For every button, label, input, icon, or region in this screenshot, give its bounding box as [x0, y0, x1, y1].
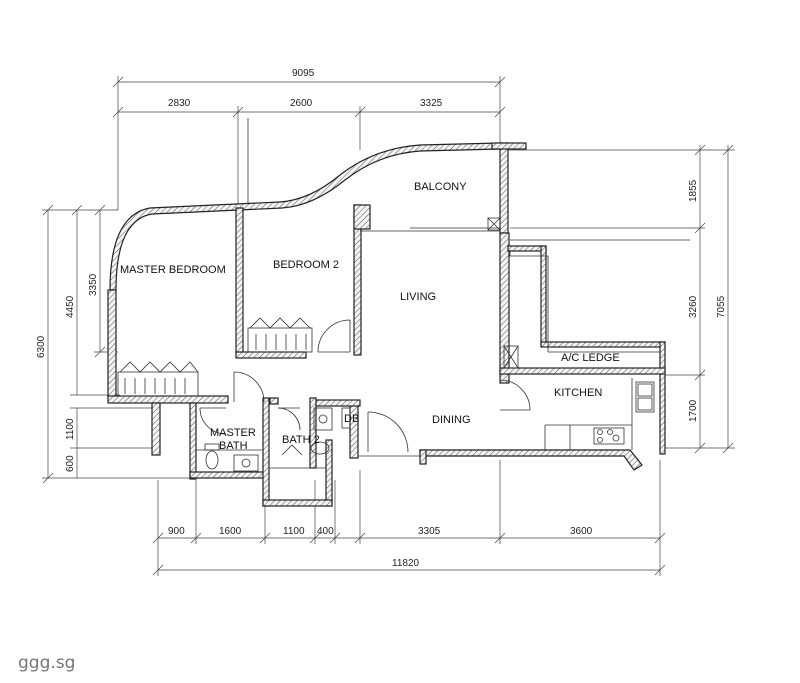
top-dimensions [112, 76, 506, 215]
walls [107, 142, 666, 507]
right-dimensions [500, 144, 735, 454]
label-ac-ledge: A/C LEDGE [561, 352, 620, 364]
dim-right-1: 1855 [688, 179, 699, 202]
dim-right-3: 1700 [688, 399, 699, 422]
dimension-labels: 9095 2830 2600 3325 900 1600 1100 400 33… [36, 68, 727, 569]
dim-top-1: 2830 [168, 98, 191, 109]
dim-bottom-total: 11820 [392, 558, 420, 569]
dim-left-4: 1100 [65, 418, 76, 440]
dim-bottom-3: 1100 [283, 526, 305, 537]
label-db: DB [344, 413, 359, 425]
label-dining: DINING [432, 414, 471, 426]
fixtures [117, 217, 660, 472]
dim-left-2: 4450 [65, 295, 76, 318]
bottom-dimensions [152, 460, 666, 576]
dim-bottom-5: 3305 [418, 526, 441, 537]
label-master-bath-line1: MASTER [210, 427, 256, 439]
dim-right-2: 3260 [688, 295, 699, 318]
dim-bottom-2: 1600 [219, 526, 242, 537]
label-bath-2: BATH 2 [282, 434, 320, 446]
dim-bottom-1: 900 [168, 526, 185, 537]
dim-bottom-6: 3600 [570, 526, 593, 537]
room-labels: MASTER BEDROOM BEDROOM 2 BALCONY LIVING … [120, 181, 620, 452]
label-living: LIVING [400, 291, 436, 303]
dim-left-5: 600 [65, 455, 76, 472]
dim-top-2: 2600 [290, 98, 313, 109]
dim-top-total: 9095 [292, 68, 315, 79]
dim-top-3: 3325 [420, 98, 443, 109]
watermark: ggg.sg [18, 653, 75, 673]
label-bedroom-2: BEDROOM 2 [273, 259, 339, 271]
label-master-bath-line2: BATH [219, 440, 248, 452]
dim-bottom-4: 400 [317, 526, 334, 537]
label-balcony: BALCONY [414, 181, 467, 193]
label-kitchen: KITCHEN [554, 387, 602, 399]
dim-left-3: 3350 [88, 273, 99, 296]
label-master-bedroom: MASTER BEDROOM [120, 264, 226, 276]
dim-right-total: 7055 [716, 295, 727, 318]
dim-left-total: 6300 [36, 335, 47, 358]
doors [199, 319, 531, 457]
